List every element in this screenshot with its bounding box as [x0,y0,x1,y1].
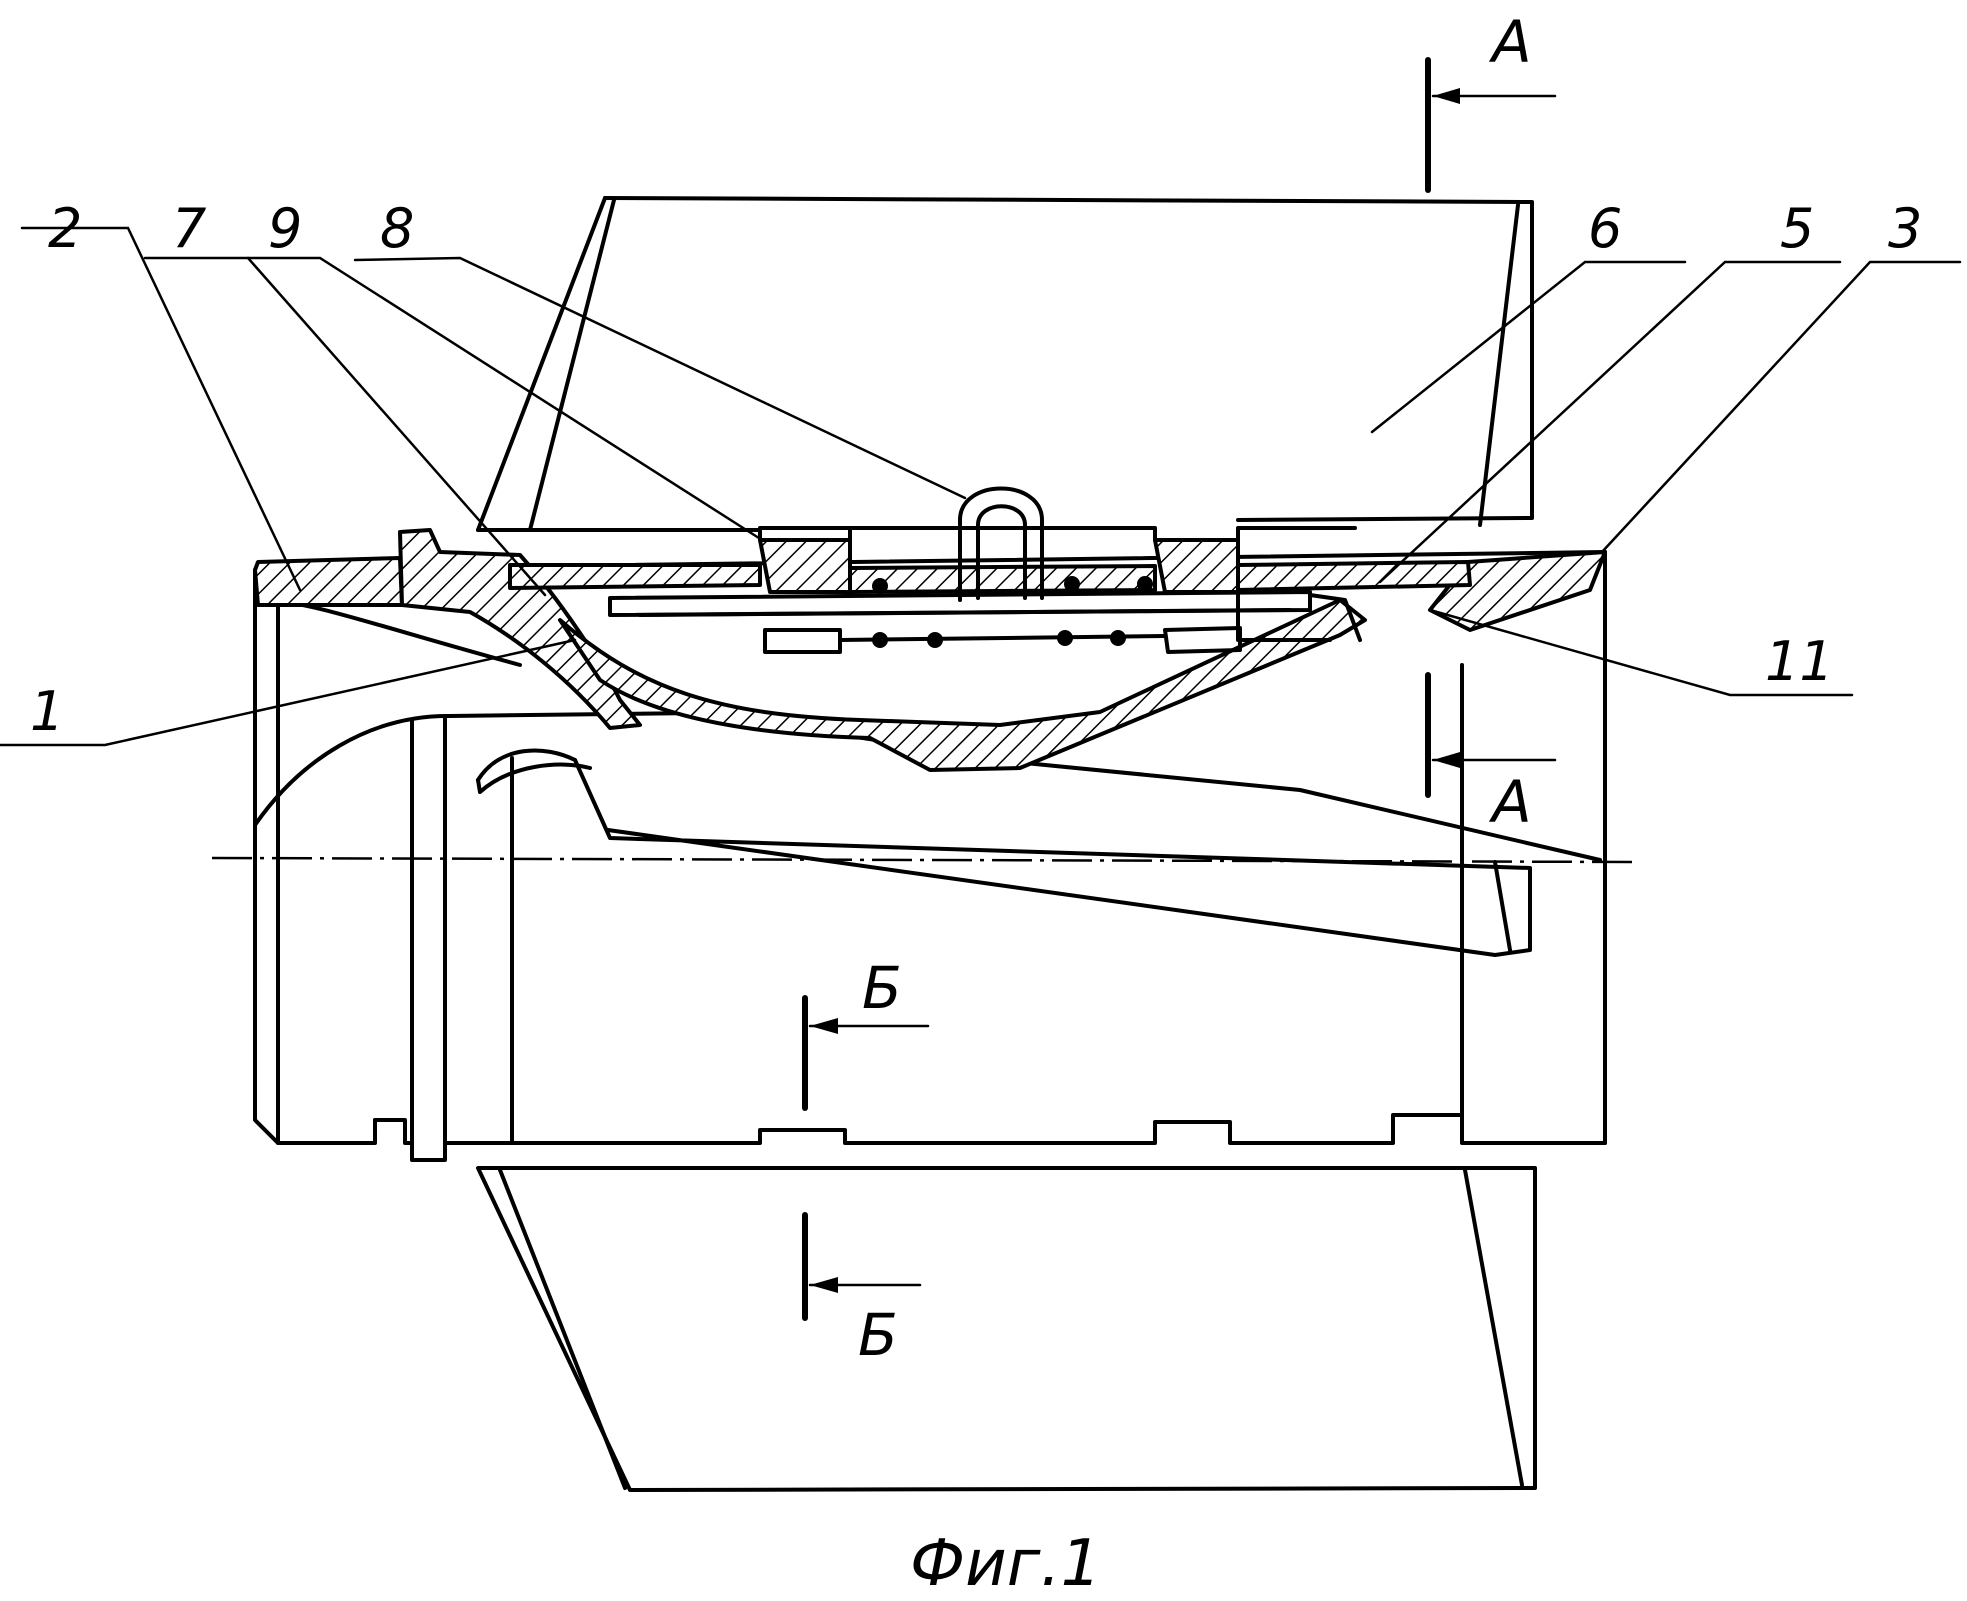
leader-lines [0,228,1960,745]
center-axis [212,858,1640,862]
label-1: 1 [30,680,64,743]
label-2: 2 [48,197,82,260]
label-3: 3 [1888,197,1922,260]
label-7: 7 [172,197,206,260]
section-b-top-label: Б [862,954,902,1022]
figure-caption: Фиг.1 [910,1527,1101,1601]
label-6: 6 [1588,197,1622,260]
hatched-sections [255,530,1605,770]
section-a-top-label: A [1488,8,1532,76]
section-a-bottom-label: A [1488,768,1532,836]
label-8: 8 [380,197,414,260]
lower-blade [478,1168,1535,1490]
label-5: 5 [1780,197,1814,260]
label-11: 11 [1765,630,1834,693]
section-b-bottom-label: Б [858,1301,898,1369]
upper-blade [478,198,1532,530]
label-9: 9 [268,197,302,260]
part-labels: 2 7 9 8 6 5 3 1 11 [30,197,1922,743]
